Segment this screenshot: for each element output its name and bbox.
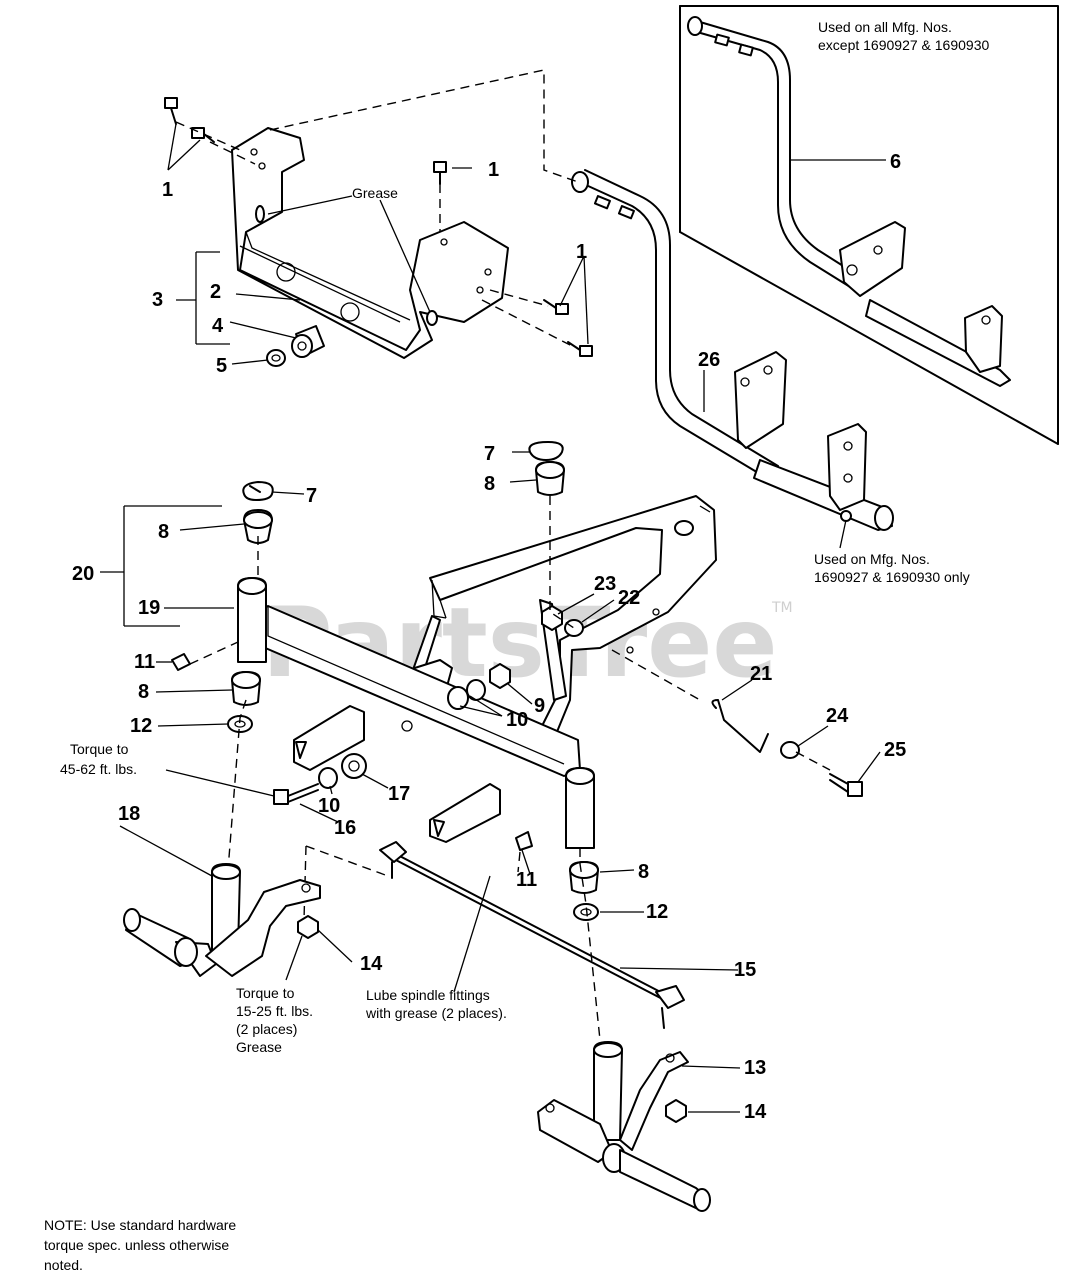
callouts: 1 1 1 2 3 4 5 6 26 7 8 7 8 20 19 11 8 12… xyxy=(72,151,906,1123)
callout-3: 3 xyxy=(152,289,163,311)
callout-6: 6 xyxy=(890,151,901,173)
callout-24: 24 xyxy=(826,705,849,727)
inset-box xyxy=(679,5,1059,445)
nut-part-5 xyxy=(266,349,286,367)
callout-14-left: 14 xyxy=(360,953,383,975)
spindle-left xyxy=(123,863,321,977)
torque-b-line4: Grease xyxy=(236,1039,282,1055)
callout-13: 13 xyxy=(744,1057,766,1079)
callout-9: 9 xyxy=(534,695,545,717)
callout-5: 5 xyxy=(216,355,227,377)
note-line3: noted. xyxy=(44,1257,83,1273)
axle-bracket xyxy=(231,127,509,359)
callout-25: 25 xyxy=(884,739,906,761)
callout-8-lower-left: 8 xyxy=(138,681,149,703)
callout-2: 2 xyxy=(210,281,221,303)
grease-label: Grease xyxy=(352,185,398,201)
used-all-line1: Used on all Mfg. Nos. xyxy=(818,19,952,35)
callout-8-left: 8 xyxy=(158,521,169,543)
callout-20: 20 xyxy=(72,563,94,585)
leader-lines xyxy=(100,123,886,1113)
note-line2: torque spec. unless otherwise xyxy=(44,1237,229,1253)
notes: Grease Used on all Mfg. Nos. except 1690… xyxy=(44,19,989,1273)
callout-7-mid: 7 xyxy=(484,443,495,465)
hardware-small xyxy=(171,441,863,1123)
used-all-line2: except 1690927 & 1690930 xyxy=(818,37,989,53)
axle-rod xyxy=(571,169,894,531)
torque-a-line2: 45-62 ft. lbs. xyxy=(60,761,137,777)
callout-12-right: 12 xyxy=(646,901,668,923)
callout-1-top: 1 xyxy=(488,159,499,181)
callout-19: 19 xyxy=(138,597,160,619)
callout-11-left: 11 xyxy=(134,651,155,673)
callout-11-right: 11 xyxy=(516,869,537,891)
note-line1: NOTE: Use standard hardware xyxy=(44,1217,236,1233)
watermark-trademark: TM xyxy=(771,600,793,616)
torque-a-line1: Torque to xyxy=(70,741,129,757)
callout-1-right: 1 xyxy=(576,241,587,263)
torque-b-line1: Torque to xyxy=(236,985,295,1001)
callout-8-lower-right: 8 xyxy=(638,861,649,883)
used-only-line2: 1690927 & 1690930 only xyxy=(814,569,970,585)
callout-10-upper: 10 xyxy=(506,709,528,731)
callout-21: 21 xyxy=(750,663,772,685)
lube-line2: with grease (2 places). xyxy=(365,1005,507,1021)
spindle-right xyxy=(537,1041,711,1212)
axle-rod-alt xyxy=(687,16,1011,387)
callout-18: 18 xyxy=(118,803,140,825)
callout-22: 22 xyxy=(618,587,640,609)
callout-14-right: 14 xyxy=(744,1101,767,1123)
callout-4: 4 xyxy=(212,315,224,337)
callout-10-lower: 10 xyxy=(318,795,340,817)
axle-frame xyxy=(237,495,717,849)
callout-26: 26 xyxy=(698,349,720,371)
torque-b-line2: 15-25 ft. lbs. xyxy=(236,1003,313,1019)
callout-17: 17 xyxy=(388,783,410,805)
callout-1-left: 1 xyxy=(162,179,173,201)
callout-7-left: 7 xyxy=(306,485,317,507)
callout-15: 15 xyxy=(734,959,756,981)
callout-23: 23 xyxy=(594,573,616,595)
bushing-part-4 xyxy=(291,325,325,358)
tie-rod xyxy=(379,841,685,1029)
callout-16: 16 xyxy=(334,817,356,839)
bolts-part-1 xyxy=(164,97,593,357)
torque-b-line3: (2 places) xyxy=(236,1021,297,1037)
used-only-line1: Used on Mfg. Nos. xyxy=(814,551,930,567)
lube-line1: Lube spindle fittings xyxy=(366,987,490,1003)
callout-12-left: 12 xyxy=(130,715,152,737)
callout-8-mid: 8 xyxy=(484,473,495,495)
